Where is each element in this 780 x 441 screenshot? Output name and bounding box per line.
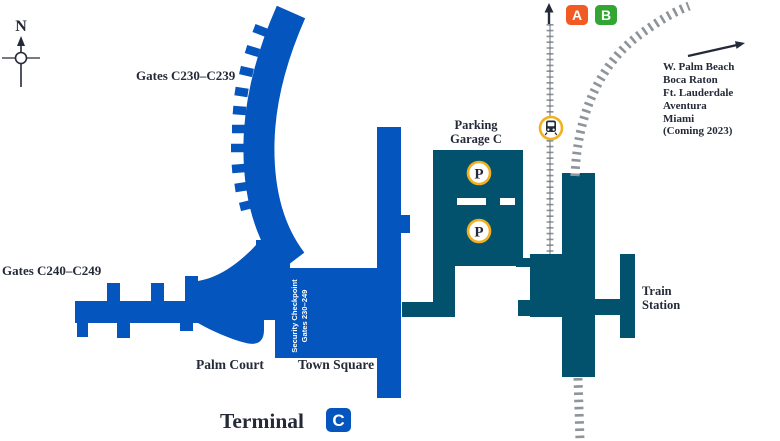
parking-icon: P	[466, 218, 492, 244]
north-compass-icon: N	[2, 18, 40, 87]
parking-icon: P	[466, 160, 492, 186]
palm-court-shape	[198, 241, 264, 344]
train-icon	[538, 115, 564, 141]
gates-c230-c239-label: Gates C230–C239	[136, 68, 236, 83]
rail-track-south	[573, 377, 585, 441]
gates-c240-c249-label: Gates C240–C249	[2, 263, 102, 278]
rail-destination: Miami	[663, 113, 694, 125]
terminal-b-badge: B	[593, 3, 619, 27]
terminal-a-badge: A	[564, 3, 590, 27]
security-checkpoint-gates-label: Gates 230–249	[300, 290, 309, 343]
rail-destination: W. Palm Beach	[663, 61, 734, 73]
terminal-title-label: Terminal	[220, 409, 304, 433]
parking-garage-shape	[402, 150, 523, 317]
svg-text:Parking: Parking	[454, 118, 498, 132]
northeast-arrow-icon	[687, 41, 745, 58]
compass-n-label: N	[15, 18, 27, 35]
palm-court-label: Palm Court	[196, 357, 264, 372]
train-station-label: Train Station	[642, 284, 680, 312]
terminal-core-east-spine	[377, 127, 401, 398]
compass-arrowhead	[17, 36, 25, 46]
parking-symbol: P	[474, 225, 483, 241]
rail-destinations-list: W. Palm Beach Boca Raton Ft. Lauderdale …	[663, 61, 734, 137]
terminal-a-label: A	[572, 7, 582, 23]
rail-destination: Boca Raton	[663, 74, 718, 86]
apm-north-arrow-icon	[544, 3, 554, 24]
terminal-c-badge-label: C	[332, 411, 344, 430]
svg-text:Garage C: Garage C	[450, 132, 502, 146]
terminal-c-title: Terminal C	[220, 406, 353, 434]
train-station-platform-shape	[620, 254, 635, 338]
rail-destination: Ft. Lauderdale	[663, 87, 733, 99]
train-station-terminal-shape	[516, 173, 635, 377]
parking-garage-label: Parking Garage C	[450, 118, 502, 146]
rail-track-northeast-curve	[570, 1, 691, 177]
garage-bridge-stub	[400, 215, 410, 233]
rail-destination: (Coming 2023)	[663, 125, 733, 137]
terminal-c-badge	[324, 406, 353, 434]
town-square-label: Town Square	[298, 357, 374, 372]
gate-ribs-upper-concourse	[231, 24, 269, 212]
concourse-c230-c239-shape	[243, 5, 306, 272]
svg-text:Station: Station	[642, 298, 680, 312]
parking-symbol: P	[474, 167, 483, 183]
rail-destination: Aventura	[663, 100, 707, 112]
terminal-b-label: B	[601, 7, 611, 23]
svg-text:Train: Train	[642, 284, 672, 298]
security-checkpoint-band: Security Checkpoint Gates 230–249	[290, 279, 309, 353]
security-checkpoint-label: Security Checkpoint	[290, 279, 299, 353]
concourse-c240-c249-shape	[75, 276, 198, 338]
